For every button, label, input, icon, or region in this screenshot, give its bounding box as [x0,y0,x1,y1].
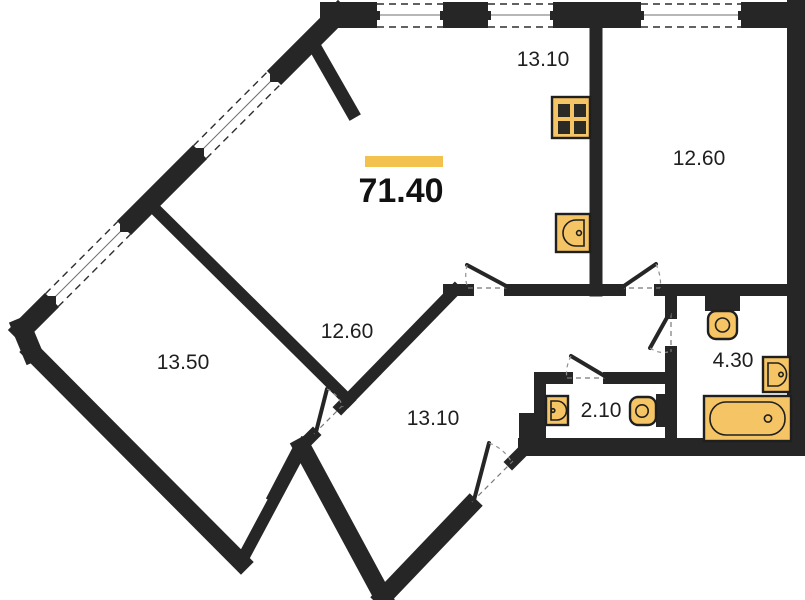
wall-bedroom-bottom-se-a [370,493,483,600]
window-dash [57,233,131,307]
wall-bedroom-bottom-nw [332,281,464,416]
window-jamb [485,11,491,20]
window-dash [205,83,281,159]
window-jamb [196,148,204,156]
interior-walls [149,17,804,455]
basin-bowl [550,400,568,421]
door-living-room [465,263,512,290]
bathtub-drain [763,414,773,423]
wall-bedroom-bottom-se-b [503,435,539,471]
door-leaf [619,262,658,290]
wall-diag-pier-top [259,0,353,93]
window-dash [45,221,119,295]
door-bedroom-top-right [619,262,662,290]
door-swing-arc [655,263,662,289]
toilet-seat [634,403,649,418]
wall-hall-west [149,203,357,409]
door-bathroom [648,312,672,354]
door-leaf [472,441,491,502]
door-leaf [648,312,671,350]
basin-drain [550,407,556,414]
basin-drain [777,371,784,378]
room-area-label-hallway: 12.60 [321,320,374,343]
room-area-label-bathroom: 4.30 [713,349,754,372]
window-jamb [374,11,380,20]
door-wc [565,354,610,380]
wall-connector-stub [265,443,306,505]
sink-drain [575,229,583,237]
wall-diag-pier-middle [109,137,215,243]
window [44,220,132,308]
door-swing-arc [326,388,344,408]
window-jamb [738,11,744,20]
room-area-label-bedroom-bottom: 13.10 [407,407,460,430]
fixtures [544,95,793,443]
exterior-walls [7,0,805,600]
toilet-icon [705,292,740,341]
window-jamb [48,296,56,304]
room-area-label-wc: 2.10 [581,399,622,422]
wash-basin-icon [761,355,792,394]
toilet-tank [705,292,740,311]
door-opening [471,460,514,503]
wall-bedroom-bottom-sw [289,434,395,600]
room-area-label-kitchen: 13.10 [517,48,570,71]
bathtub-basin [709,401,786,436]
toilet-tank [656,394,671,427]
toilet-bowl [706,309,739,341]
window [192,70,282,160]
labels: 71.40 13.10 12.60 12.60 13.50 13.10 2.10… [157,48,754,430]
doors [313,262,672,503]
window-frame [51,227,125,301]
room-area-label-bedroom-left: 13.50 [157,351,210,374]
window [638,2,744,28]
windows [44,2,744,308]
sink-bowl [562,219,585,247]
door-opening [313,405,343,435]
door-swing-arc [649,347,669,354]
toilet-seat [714,317,731,333]
door-leaf [314,387,329,434]
wall-door-pier [295,426,322,453]
window-jamb [550,11,556,20]
kitchen-sink-icon [554,212,592,254]
wall-living-nook-stub [303,33,361,121]
door-swing-arc [565,355,572,379]
stove-burner [574,121,586,134]
window [374,2,446,28]
wc-toilet-icon [628,394,671,427]
bathtub-icon [702,394,793,443]
window [485,2,556,28]
total-area-accent-bar [365,156,443,167]
stove-burner [574,104,586,117]
wall-bedroom-left-sw [19,339,254,575]
door-swing-arc [465,264,469,289]
window-jamb [120,224,128,232]
door-bedroom-bottom [313,387,344,435]
stove-icon [550,95,592,140]
stove-burner [558,121,570,134]
total-area-label: 71.40 [358,172,443,210]
door-leaf [569,354,610,380]
toilet-bowl [628,395,658,427]
door-swing-arc [488,442,513,464]
window-frame [199,77,275,153]
window-jamb [440,11,446,20]
door-balcony [471,441,514,503]
room-area-label-bedroom-top-right: 12.60 [673,147,726,170]
basin-bowl [767,362,788,387]
window-jamb [638,11,644,20]
stove-burner [558,104,570,117]
window-dash [193,71,269,147]
window-jamb [270,74,278,82]
door-leaf [465,263,512,290]
wc-basin-icon [544,394,570,427]
